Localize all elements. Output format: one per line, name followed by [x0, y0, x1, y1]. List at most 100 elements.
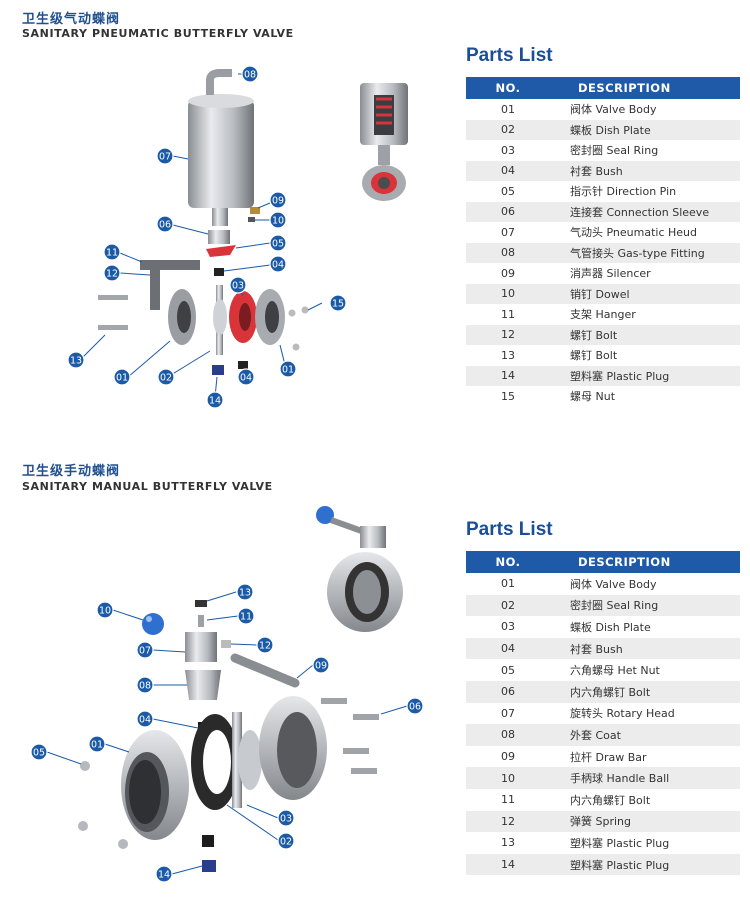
callout: 09 [315, 661, 327, 672]
callout: 13 [239, 588, 251, 599]
part-description: 支架 Hanger [570, 308, 636, 322]
part-description: 六角螺母 Het Nut [570, 664, 660, 678]
col-description: DESCRIPTION [550, 551, 740, 573]
callout: 07 [159, 152, 171, 163]
callout: 14 [209, 396, 221, 407]
part-number: 07 [501, 225, 515, 239]
table-row: 03 蝶板 Dish Plate [466, 616, 740, 638]
part-description: 蝶板 Dish Plate [570, 620, 651, 634]
plastic-plug [202, 860, 216, 872]
gas-fitting [206, 69, 232, 95]
manual-parts-title: Parts List [466, 519, 553, 540]
table-row: 15 螺母 Nut [466, 386, 740, 407]
part-description: 气管接头 Gas-type Fitting [550, 242, 740, 263]
dish-plate [232, 712, 242, 808]
part-description: 手柄球 Handle Ball [550, 767, 740, 789]
part-number: 11 [501, 307, 515, 321]
table-row: 13 塑料塞 Plastic Plug [466, 832, 740, 854]
col-description: DESCRIPTION [550, 77, 740, 99]
pneumatic-title-en: SANITARY PNEUMATIC BUTTERFLY VALVE [22, 27, 294, 40]
pneumatic-cutaway-view [360, 83, 408, 201]
manual-title-en: SANITARY MANUAL BUTTERFLY VALVE [22, 480, 273, 493]
part-number: 06 [466, 201, 550, 222]
part-description: 指示针 Direction Pin [570, 185, 677, 199]
manual-cutaway-view [316, 506, 403, 632]
col-no: NO. [466, 551, 550, 573]
part-number: 10 [466, 767, 550, 789]
part-number: 01 [501, 577, 515, 591]
table-row: 07 气动头 Pneumatic Heud [466, 222, 740, 243]
part-number: 12 [466, 324, 550, 345]
callout: 01 [91, 740, 103, 751]
part-description: 阀体 Valve Body [570, 103, 657, 117]
plastic-plug [212, 365, 224, 375]
hanger [140, 260, 200, 310]
handle-ball [142, 613, 164, 635]
part-description: 螺母 Nut [570, 390, 616, 404]
manual-title-cn: 卫生级手动蝶阀 [22, 464, 121, 479]
part-description: 消声器 Silencer [570, 267, 651, 281]
callout: 08 [244, 70, 256, 81]
table-header-row: NO. DESCRIPTION [466, 77, 740, 99]
part-description: 气动头 Pneumatic Heud [570, 226, 698, 240]
part-number: 07 [501, 706, 515, 720]
pneumatic-title-cn: 卫生级气动蝶阀 [22, 12, 121, 27]
part-number: 14 [466, 365, 550, 386]
rotary-head [185, 632, 217, 662]
part-number: 13 [501, 836, 515, 850]
callout: 01 [282, 365, 294, 376]
part-description: 塑料塞 Plastic Plug [570, 836, 670, 850]
part-description: 塑料塞 Plastic Plug [550, 853, 740, 876]
part-number: 15 [501, 389, 515, 403]
table-row: 01 阀体 Valve Body [466, 99, 740, 120]
part-description: 外套 Coat [550, 724, 740, 746]
part-description: 销钉 Dowel [550, 283, 740, 304]
part-description: 内六角螺钉 Bolt [550, 680, 740, 703]
part-number: 06 [466, 680, 550, 703]
part-number: 04 [466, 637, 550, 660]
part-description: 蝶板 Dish Plate [550, 119, 740, 140]
pneumatic-exploded-diagram: 08 07 09 10 06 05 04 03 11 12 15 13 01 0… [67, 65, 408, 409]
part-number: 05 [501, 663, 515, 677]
part-description: 塑料塞 Plastic Plug [550, 365, 740, 386]
part-number: 04 [466, 160, 550, 181]
pneumatic-cylinder [188, 100, 254, 208]
part-number: 03 [501, 620, 515, 634]
callout: 04 [139, 715, 151, 726]
callout: 06 [159, 220, 171, 231]
callout: 08 [139, 681, 151, 692]
part-description: 衬套 Bush [550, 637, 740, 660]
callout: 09 [272, 196, 284, 207]
part-number: 01 [501, 102, 515, 116]
callout: 04 [240, 373, 252, 384]
part-number: 08 [466, 242, 550, 263]
part-number: 11 [501, 793, 515, 807]
part-number: 02 [466, 594, 550, 617]
callout: 05 [272, 239, 284, 250]
part-number: 14 [466, 853, 550, 876]
table-row: 05 六角螺母 Het Nut [466, 659, 740, 681]
table-row: 11 支架 Hanger [466, 304, 740, 325]
part-number: 02 [466, 119, 550, 140]
callout: 07 [139, 646, 151, 657]
callout: 14 [158, 870, 170, 881]
part-description: 螺钉 Bolt [550, 324, 740, 345]
part-number: 12 [466, 810, 550, 833]
part-description: 密封圈 Seal Ring [550, 594, 740, 617]
callout: 02 [280, 837, 292, 848]
callout: 05 [33, 748, 45, 759]
